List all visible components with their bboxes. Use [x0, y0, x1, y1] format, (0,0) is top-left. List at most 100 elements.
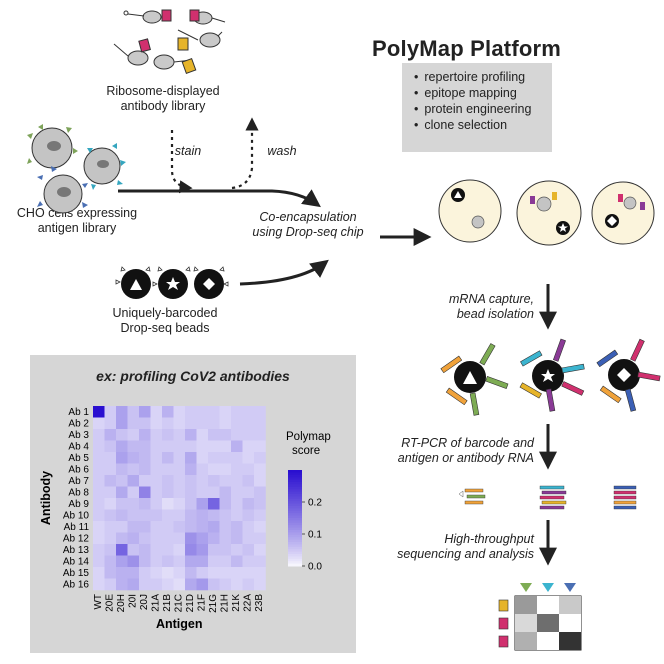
rtpcr-product-icon [458, 485, 637, 510]
heatmap-cell [104, 544, 117, 556]
heatmap-cell [127, 544, 140, 556]
colorbar-segment [288, 532, 302, 536]
heatmap-cell [162, 555, 174, 568]
heatmap-cell [254, 429, 266, 441]
heatmap-cell [208, 475, 220, 487]
colorbar-segment [288, 520, 302, 524]
heatmap-cell [231, 463, 243, 476]
colorbar-segment [288, 470, 302, 473]
colorbar-segment [288, 494, 302, 497]
heatmap-cell [127, 555, 140, 568]
sequencing-label: High-throughput sequencing and analysis [376, 532, 534, 562]
heatmap-cell [104, 509, 117, 522]
x-tick-label: 20J [139, 594, 150, 610]
colorbar-segment [288, 527, 302, 531]
y-tick-label: Ab 3 [68, 430, 89, 441]
colorbar-segment [288, 561, 302, 565]
heatmap-cell [162, 486, 174, 499]
heatmap-cell [242, 567, 255, 579]
heatmap-cell [231, 452, 243, 464]
y-tick-label: Ab 4 [68, 442, 89, 453]
heatmap-cell [116, 567, 128, 579]
heatmap-cell [231, 521, 243, 533]
heatmap-cell [162, 463, 174, 476]
heatmap-cell [208, 440, 220, 453]
colorbar-segment [288, 537, 302, 541]
heatmap-cell [150, 463, 163, 476]
heatmap-cell [219, 440, 232, 453]
heatmap-cell [242, 555, 255, 568]
heatmap-cell [150, 417, 163, 430]
heatmap-cell [139, 521, 151, 533]
heatmap-cell [185, 544, 197, 556]
colorbar-segment [288, 556, 302, 560]
y-tick-label: Ab 7 [68, 476, 89, 487]
heatmap-cell [242, 463, 255, 476]
heatmap-cell [162, 567, 174, 579]
heatmap-cell [231, 475, 243, 487]
heatmap-cell [150, 555, 163, 568]
heatmap-cell [116, 555, 128, 568]
heatmap-cell [254, 475, 266, 487]
heatmap-cell [231, 578, 243, 591]
label-line: antigen library [37, 221, 117, 235]
colorbar-segment [288, 539, 302, 543]
heatmap-cell [139, 567, 151, 579]
y-tick-label: Ab 8 [68, 488, 89, 499]
heatmap-cell [231, 417, 243, 430]
heatmap-cell [127, 578, 140, 591]
colorbar-segment [288, 549, 302, 553]
heatmap-cell [162, 440, 174, 453]
stain-label: stain [174, 144, 202, 158]
heatmap-cell [127, 440, 140, 453]
heatmap-cell [173, 429, 186, 441]
wash-label: wash [267, 144, 297, 158]
heatmap-cell [150, 509, 163, 522]
colorbar-title: score [292, 445, 320, 457]
x-tick-label: WT [93, 594, 104, 610]
label-line: antigen or antibody RNA [397, 451, 534, 465]
captured-bead-icon [440, 338, 661, 416]
heatmap-cell [185, 498, 197, 510]
heatmap-cell [93, 463, 105, 476]
heatmap-cell [93, 440, 105, 453]
heatmap-cell [196, 555, 209, 568]
heatmap-cell [231, 532, 243, 545]
label-line: High-throughput [444, 532, 534, 546]
heatmap-cell [139, 532, 151, 545]
heatmap-cell [173, 475, 186, 487]
colorbar-segment [288, 542, 302, 545]
heatmap-cell [254, 440, 266, 453]
heatmap-cell [242, 452, 255, 464]
heatmap-cell [254, 567, 266, 579]
x-tick-label: 21H [220, 594, 231, 612]
heatmap-cell [173, 440, 186, 453]
heatmap-cell [196, 532, 209, 545]
heatmap-cell [93, 429, 105, 441]
heatmap-cell [104, 463, 117, 476]
y-tick-label: Ab 6 [68, 465, 89, 476]
heatmap-cell [116, 440, 128, 453]
heatmap-cell [162, 509, 174, 522]
heatmap-cell [93, 486, 105, 499]
heatmap-cell [231, 567, 243, 579]
heatmap-cell [104, 578, 117, 591]
label-line: sequencing and analysis [397, 547, 534, 561]
heatmap-cell [173, 521, 186, 533]
heatmap-cell [185, 509, 197, 522]
heatmap-cell [104, 498, 117, 510]
heatmap-cell [208, 521, 220, 533]
heatmap-cell [150, 429, 163, 441]
heatmap-cell [231, 440, 243, 453]
label-line: Drop-seq beads [120, 321, 210, 335]
heatmap-cell [116, 521, 128, 533]
heatmap-cell [162, 417, 174, 430]
heatmap-cell [104, 429, 117, 441]
heatmap-cell [116, 463, 128, 476]
heatmap-cell [139, 544, 151, 556]
heatmap-cell [162, 521, 174, 533]
heatmap-cell [162, 429, 174, 441]
heatmap-cell [116, 406, 128, 418]
heatmap-cell [219, 578, 232, 591]
